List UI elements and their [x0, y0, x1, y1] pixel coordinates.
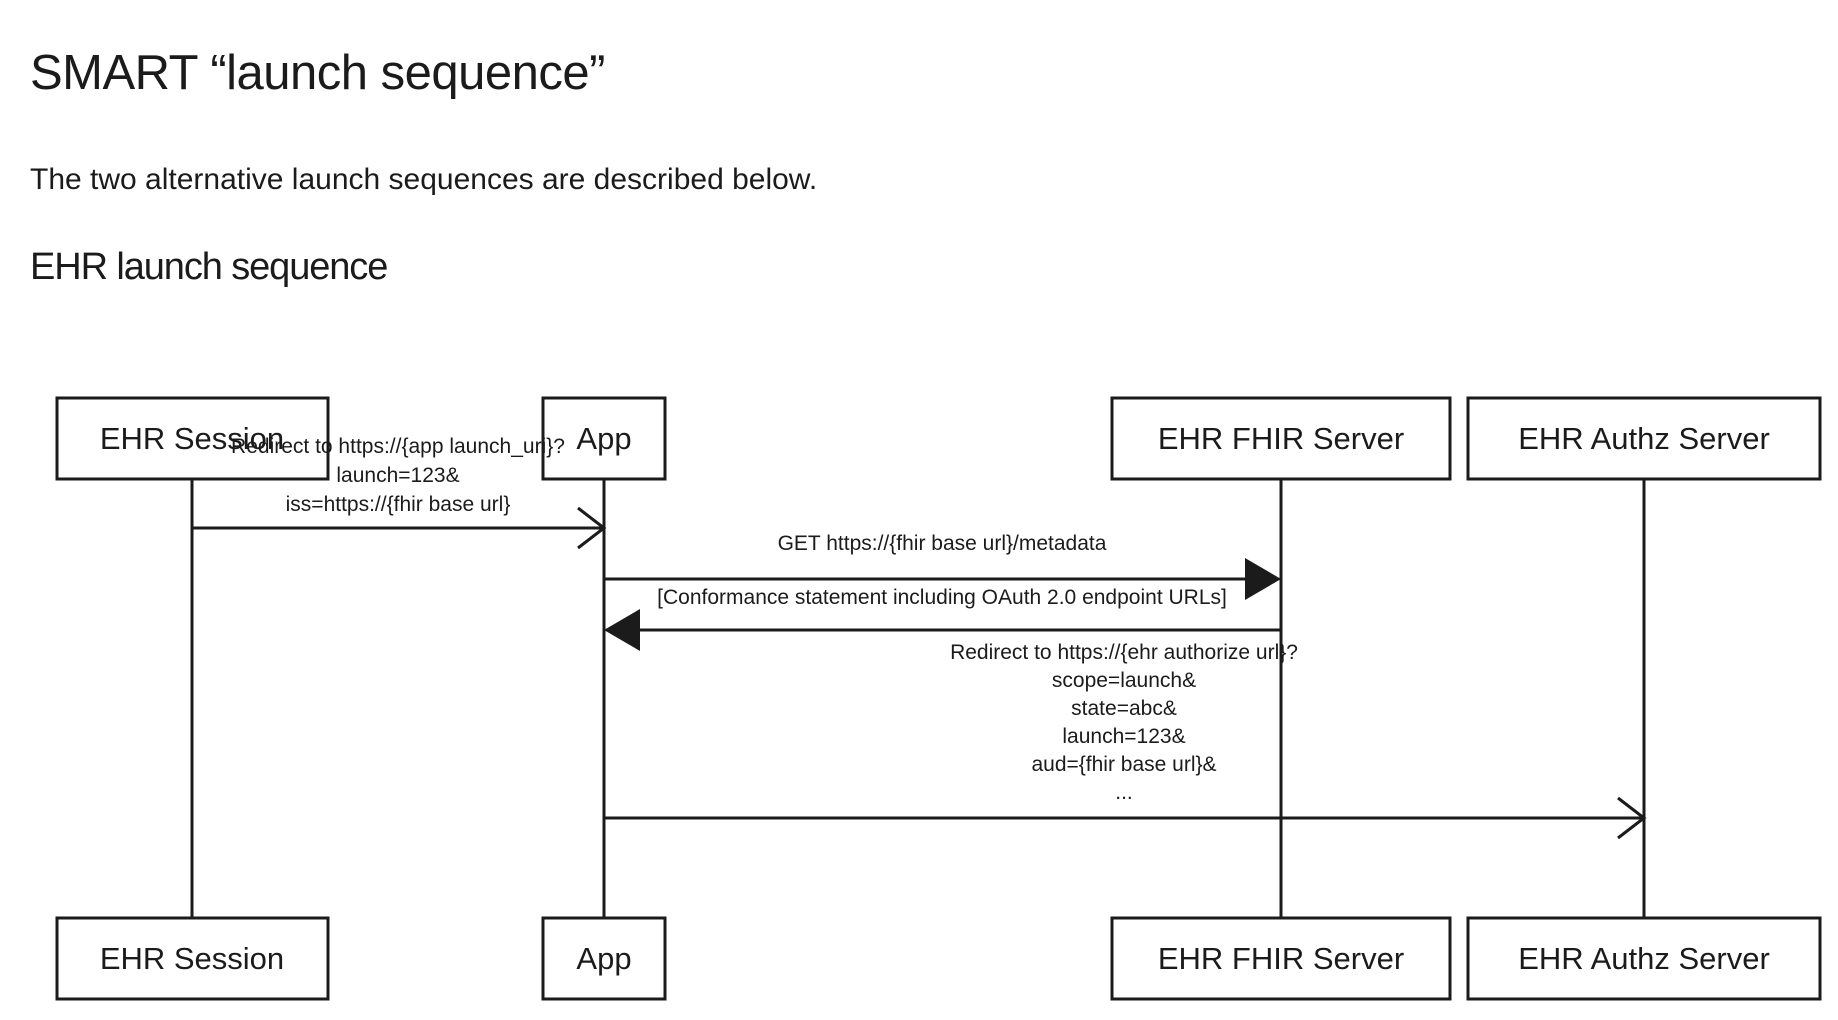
- participant-top-ehr-fhir-server[interactable]: EHR FHIR Server: [1110, 396, 1452, 481]
- sequence-diagram: EHR Session App EHR FHIR Server EHR Auth…: [0, 330, 1838, 1020]
- section-heading-ehr-launch-sequence: EHR launch sequence: [30, 245, 388, 288]
- participant-box-ehr-session-bottom[interactable]: [55, 916, 330, 1001]
- message-conformance-statement[interactable]: [Conformance statement including OAuth 2…: [604, 586, 1281, 651]
- participant-top-app[interactable]: App: [541, 396, 667, 481]
- participant-box-ehr-authz-server-top[interactable]: [1466, 396, 1822, 481]
- message-label-redirect-launch-uri-line-1: Redirect to https://{app launch_uri}?: [231, 435, 565, 458]
- participant-label-ehr-fhir-server-top: EHR FHIR Server: [1158, 421, 1404, 456]
- participant-label-ehr-authz-server-top: EHR Authz Server: [1518, 421, 1770, 456]
- message-label-get-metadata: GET https://{fhir base url}/metadata: [778, 532, 1107, 555]
- message-label-redirect-authorize-line-1: Redirect to https://{ehr authorize url}?: [950, 641, 1298, 664]
- participant-box-app-bottom[interactable]: [541, 916, 667, 1001]
- participant-label-ehr-session-bottom: EHR Session: [100, 941, 284, 976]
- participant-top-ehr-session[interactable]: EHR Session: [55, 396, 330, 481]
- participant-box-app-top[interactable]: [541, 396, 667, 481]
- message-label-redirect-authorize-line-4: launch=123&: [1062, 725, 1185, 748]
- participant-label-ehr-authz-server-bottom: EHR Authz Server: [1518, 941, 1770, 976]
- participant-bottom-ehr-authz-server[interactable]: EHR Authz Server: [1466, 916, 1822, 1001]
- participant-label-app-bottom: App: [576, 941, 631, 976]
- message-label-redirect-authorize-line-5: aud={fhir base url}&: [1031, 753, 1216, 776]
- participant-bottom-app[interactable]: App: [541, 916, 667, 1001]
- intro-paragraph: The two alternative launch sequences are…: [30, 163, 818, 196]
- message-label-redirect-authorize-line-6: ...: [1115, 781, 1133, 804]
- arrowhead-open-icon-redirect-authorize: [1617, 796, 1647, 840]
- message-label-conformance-statement: [Conformance statement including OAuth 2…: [657, 586, 1227, 609]
- message-get-metadata[interactable]: GET https://{fhir base url}/metadata: [604, 532, 1281, 600]
- arrowhead-open-icon-redirect-launch-uri: [577, 506, 607, 550]
- message-redirect-launch-uri[interactable]: Redirect to https://{app launch_uri}? la…: [192, 435, 607, 550]
- message-label-redirect-authorize-line-3: state=abc&: [1071, 697, 1177, 720]
- participant-label-app-top: App: [576, 421, 631, 456]
- participant-box-ehr-fhir-server-bottom[interactable]: [1110, 916, 1452, 1001]
- message-label-redirect-launch-uri-line-3: iss=https://{fhir base url}: [286, 493, 511, 516]
- arrowhead-solid-icon-get-metadata: [1245, 558, 1281, 600]
- participant-box-ehr-fhir-server-top[interactable]: [1110, 396, 1452, 481]
- participant-bottom-ehr-session[interactable]: EHR Session: [55, 916, 330, 1001]
- participant-label-ehr-session-top: EHR Session: [100, 421, 284, 456]
- message-label-redirect-authorize-line-2: scope=launch&: [1052, 669, 1196, 692]
- participant-top-ehr-authz-server[interactable]: EHR Authz Server: [1466, 396, 1822, 481]
- participant-bottom-ehr-fhir-server[interactable]: EHR FHIR Server: [1110, 916, 1452, 1001]
- arrowhead-solid-icon-conformance-statement: [604, 609, 640, 651]
- message-label-redirect-launch-uri-line-2: launch=123&: [336, 464, 459, 487]
- page-title: SMART “launch sequence”: [30, 45, 606, 100]
- participant-box-ehr-authz-server-bottom[interactable]: [1466, 916, 1822, 1001]
- participant-box-ehr-session-top[interactable]: [55, 396, 330, 481]
- message-redirect-authorize[interactable]: Redirect to https://{ehr authorize url}?…: [604, 641, 1647, 840]
- participant-label-ehr-fhir-server-bottom: EHR FHIR Server: [1158, 941, 1404, 976]
